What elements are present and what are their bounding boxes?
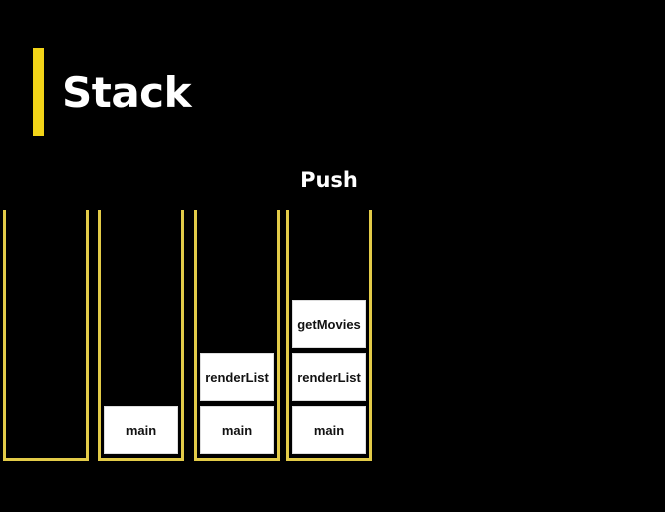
title-accent-bar (33, 48, 44, 136)
stack-1-frames: main (104, 406, 178, 454)
push-label: Push (300, 168, 358, 192)
stack-frame-getmovies: getMovies (292, 300, 366, 348)
stack-frame-renderlist: renderList (292, 353, 366, 401)
stack-frame-renderlist: renderList (200, 353, 274, 401)
stack-frame-main: main (200, 406, 274, 454)
stack-frame-main: main (104, 406, 178, 454)
stack-2: main renderList (194, 210, 280, 461)
stack-2-frames: main renderList (200, 353, 274, 454)
stack-0 (3, 210, 89, 461)
stack-1: main (98, 210, 184, 461)
stack-3: main renderList getMovies (286, 210, 372, 461)
slide-title: Stack (62, 68, 192, 117)
stack-frame-main: main (292, 406, 366, 454)
stack-3-frames: main renderList getMovies (292, 300, 366, 454)
